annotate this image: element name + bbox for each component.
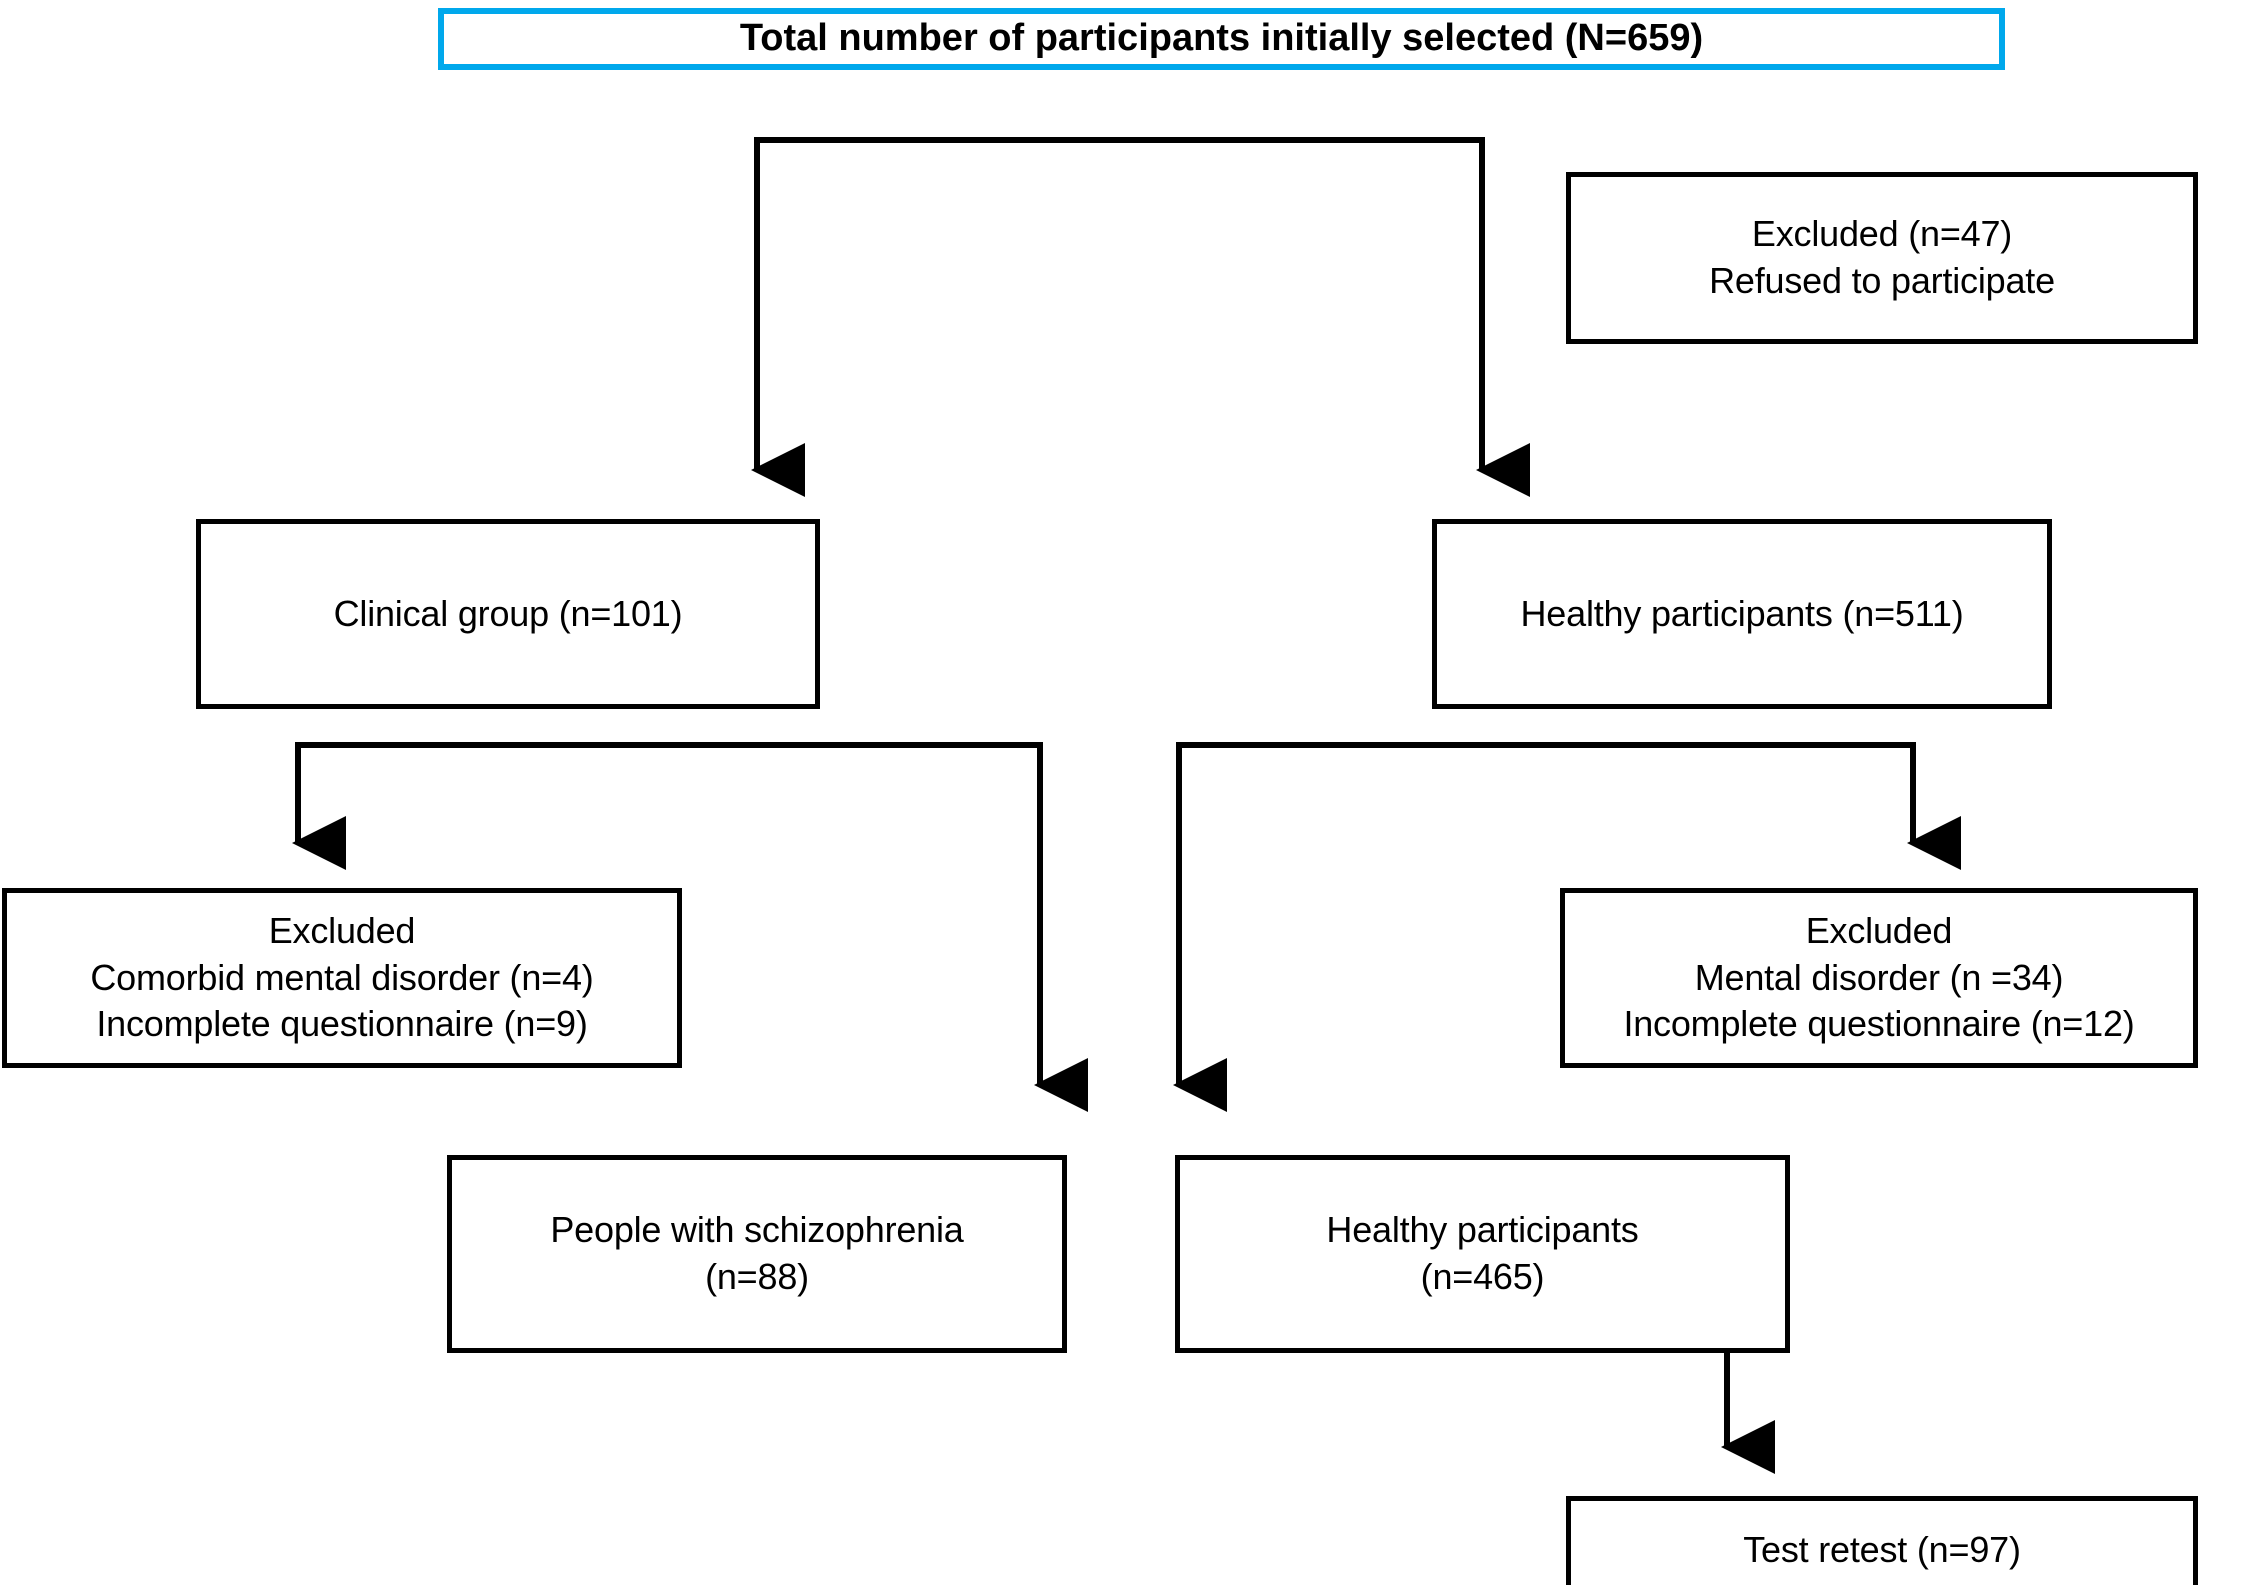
node-test-retest-line-1: Test retest (n=97) xyxy=(1743,1528,2021,1570)
node-excluded-clinical-line-1: Excluded xyxy=(268,909,416,951)
node-excluded-healthy-line-1: Excluded xyxy=(1805,909,1953,951)
node-excluded-healthy-line-3: Incomplete questionnaire (n=12) xyxy=(1623,1003,2135,1045)
node-people-with-schizophrenia-line-2: (n=88) xyxy=(705,1256,809,1297)
node-excluded-clinical[interactable]: Excluded Comorbid mental disorder (n=4) … xyxy=(2,888,682,1068)
node-clinical-group[interactable]: Clinical group (n=101) xyxy=(196,519,820,709)
node-people-with-schizophrenia-line-1: People with schizophrenia xyxy=(550,1209,964,1251)
node-excluded-healthy[interactable]: Excluded Mental disorder (n =34) Incompl… xyxy=(1560,888,2198,1068)
node-healthy-participants-final[interactable]: Healthy participants (n=465) xyxy=(1175,1155,1790,1353)
node-total-participants-line-1: Total number of participants initially s… xyxy=(739,17,1704,60)
node-excluded-clinical-line-2: Comorbid mental disorder (n=4) xyxy=(90,956,594,998)
node-excluded-clinical-line-3: Incomplete questionnaire (n=9) xyxy=(96,1003,588,1045)
node-excluded-refused[interactable]: Excluded (n=47) Refused to participate xyxy=(1566,172,2198,344)
node-clinical-group-line-1: Clinical group (n=101) xyxy=(333,592,683,634)
node-healthy-participants-line-1: Healthy participants (n=511) xyxy=(1520,592,1964,634)
node-healthy-participants-final-line-1: Healthy participants xyxy=(1326,1209,1639,1251)
node-excluded-refused-line-2: Refused to participate xyxy=(1709,260,2055,301)
node-excluded-refused-line-1: Excluded (n=47) xyxy=(1751,213,2013,255)
node-total-participants[interactable]: Total number of participants initially s… xyxy=(438,8,2005,70)
node-excluded-healthy-line-2: Mental disorder (n =34) xyxy=(1694,956,2064,998)
node-healthy-participants-final-line-2: (n=465) xyxy=(1420,1256,1545,1297)
node-test-retest[interactable]: Test retest (n=97) xyxy=(1566,1496,2198,1585)
node-people-with-schizophrenia[interactable]: People with schizophrenia (n=88) xyxy=(447,1155,1067,1353)
node-healthy-participants[interactable]: Healthy participants (n=511) xyxy=(1432,519,2052,709)
